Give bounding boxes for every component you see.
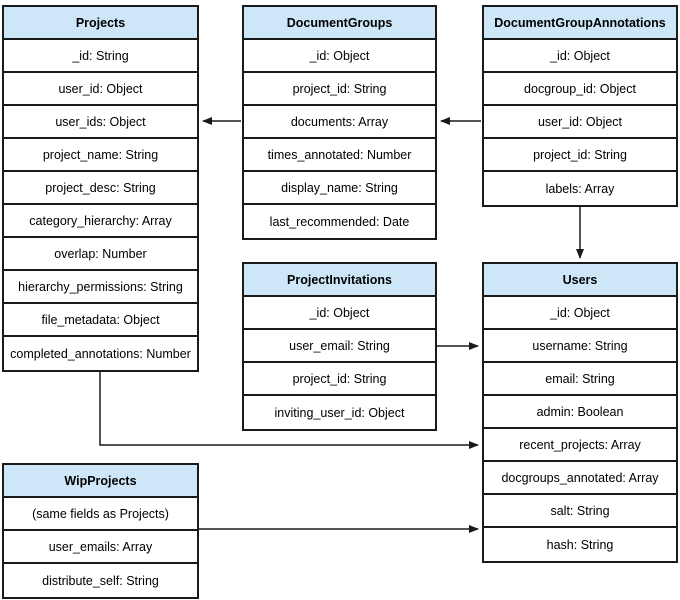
entity-field-row: completed_annotations: Number	[4, 337, 197, 370]
entity-field-row: file_metadata: Object	[4, 304, 197, 337]
entity-field-row: user_ids: Object	[4, 106, 197, 139]
entity-field-row: hierarchy_permissions: String	[4, 271, 197, 304]
entity-projectinvitations-title: ProjectInvitations	[244, 264, 435, 297]
entity-users-title: Users	[484, 264, 676, 297]
entity-field-row: distribute_self: String	[4, 564, 197, 597]
entity-field-row: _id: String	[4, 40, 197, 73]
entity-field-row: project_id: String	[244, 363, 435, 396]
entity-field-row: _id: Object	[244, 40, 435, 73]
entity-field-row: _id: Object	[484, 40, 676, 73]
entity-field-row: user_email: String	[244, 330, 435, 363]
entity-field-row: docgroup_id: Object	[484, 73, 676, 106]
entity-field-row: category_hierarchy: Array	[4, 205, 197, 238]
entity-field-row: project_name: String	[4, 139, 197, 172]
entity-field-row: labels: Array	[484, 172, 676, 205]
entity-field-row: times_annotated: Number	[244, 139, 435, 172]
entity-field-row: username: String	[484, 330, 676, 363]
entity-field-row: admin: Boolean	[484, 396, 676, 429]
entity-documentgroupannotations-title: DocumentGroupAnnotations	[484, 7, 676, 40]
entity-field-row: documents: Array	[244, 106, 435, 139]
entity-wipprojects-title: WipProjects	[4, 465, 197, 498]
entity-field-row: project_id: String	[484, 139, 676, 172]
entity-field-row: overlap: Number	[4, 238, 197, 271]
entity-field-row: user_id: Object	[484, 106, 676, 139]
entity-field-row: docgroups_annotated: Array	[484, 462, 676, 495]
entity-field-row: email: String	[484, 363, 676, 396]
entity-field-row: _id: Object	[244, 297, 435, 330]
entity-field-row: user_emails: Array	[4, 531, 197, 564]
entity-wipprojects[interactable]: WipProjects (same fields as Projects)use…	[2, 463, 199, 599]
entity-projects-title: Projects	[4, 7, 197, 40]
entity-documentgroups-title: DocumentGroups	[244, 7, 435, 40]
entity-field-row: project_id: String	[244, 73, 435, 106]
entity-field-row: salt: String	[484, 495, 676, 528]
entity-field-row: inviting_user_id: Object	[244, 396, 435, 429]
entity-field-row: user_id: Object	[4, 73, 197, 106]
entity-field-row: last_recommended: Date	[244, 205, 435, 238]
entity-wipprojects-fields: (same fields as Projects)user_emails: Ar…	[4, 498, 197, 597]
entity-field-row: recent_projects: Array	[484, 429, 676, 462]
entity-field-row: _id: Object	[484, 297, 676, 330]
entity-field-row: hash: String	[484, 528, 676, 561]
entity-field-row: display_name: String	[244, 172, 435, 205]
entity-field-row: project_desc: String	[4, 172, 197, 205]
entity-field-row: (same fields as Projects)	[4, 498, 197, 531]
